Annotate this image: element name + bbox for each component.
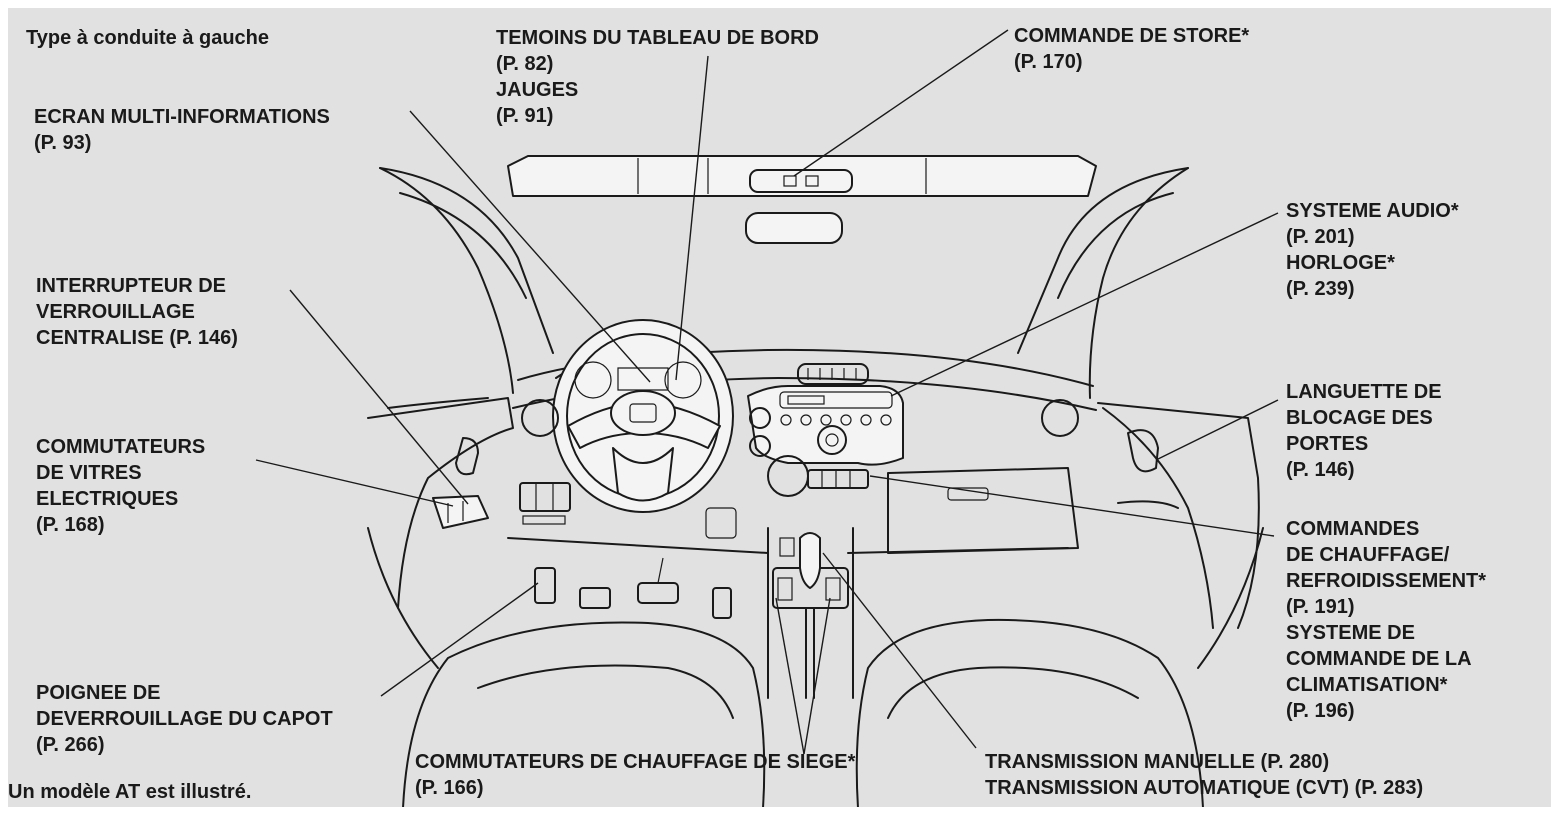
label-power-window-switches: COMMUTATEURS DE VITRES ELECTRIQUES (P. 1… [36,436,206,536]
car-interior-illustration [367,155,1264,807]
leader-lines [255,29,1279,755]
label-dashboard-indicators: TEMOINS DU TABLEAU DE BORD (P. 82) JAUGE… [496,27,819,127]
label-climate-controls: COMMANDES DE CHAUFFAGE/ REFROIDISSEMENT*… [1286,518,1487,722]
diagram-frame: Type à conduite à gauche TEMOINS DU TABL… [8,8,1551,807]
label-door-lock-switch: INTERRUPTEUR DE VERROUILLAGE CENTRALISE … [36,275,238,349]
label-hood-release: POIGNEE DE DEVERROUILLAGE DU CAPOT (P. 2… [36,682,333,756]
label-seat-heater-switches: COMMUTATEURS DE CHAUFFAGE DE SIEGE* (P. … [415,751,856,799]
label-sunshade-control: COMMANDE DE STORE* (P. 170) [1014,25,1250,73]
label-transmission: TRANSMISSION MANUELLE (P. 280) TRANSMISS… [985,751,1424,799]
drive-type-note: Type à conduite à gauche [26,27,270,49]
label-multi-info-display: ECRAN MULTI-INFORMATIONS (P. 93) [34,106,330,154]
label-door-lock-tab: LANGUETTE DE BLOCAGE DES PORTES (P. 146) [1286,381,1442,481]
label-audio-system: SYSTEME AUDIO* (P. 201) HORLOGE* (P. 239… [1286,200,1459,300]
model-note: Un modèle AT est illustré. [8,781,252,803]
